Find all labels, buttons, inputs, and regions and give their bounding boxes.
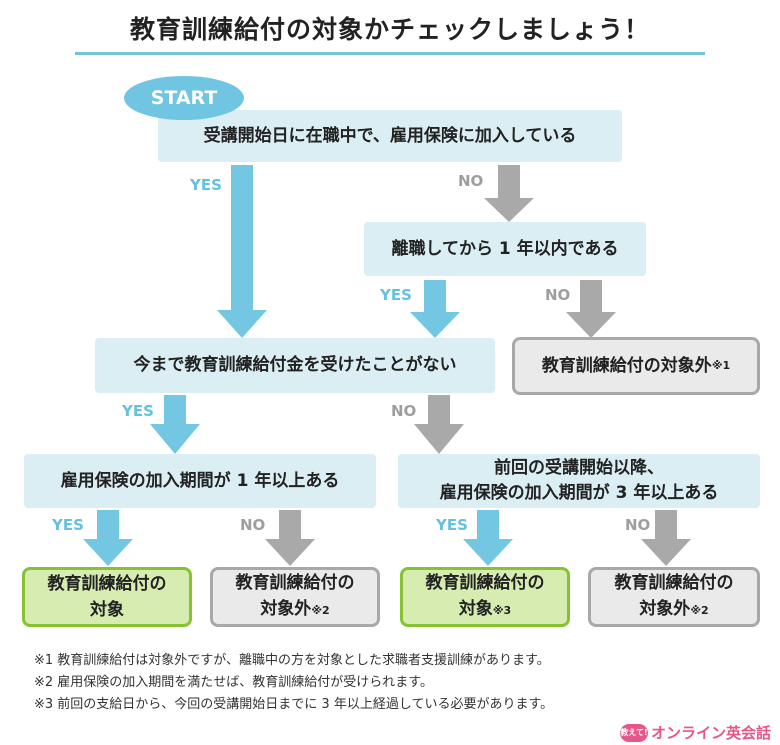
question-never-received: 今まで教育訓練給付金を受けたことがない (95, 338, 495, 393)
footnotes: ※1 教育訓練給付は対象外ですが、離職中の方を対象とした求職者支援訓練があります… (34, 650, 553, 716)
site-logo: 教えて! オンライン英会話 (620, 722, 771, 743)
logo-badge: 教えて! (620, 723, 648, 742)
label-no-q4: NO (240, 516, 266, 534)
arrow-q3-yes (150, 395, 200, 454)
label-yes-q3: YES (122, 402, 154, 420)
arrow-q4-no (265, 510, 315, 566)
label-no-q1: NO (458, 172, 484, 190)
footnote-mark: ※2 (311, 604, 330, 617)
arrow-q5-no (641, 510, 691, 566)
question-insured-1-year: 雇用保険の加入期間が 1 年以上ある (24, 454, 376, 508)
arrow-q1-no (484, 165, 534, 222)
label-yes-q1: YES (190, 176, 222, 194)
footnote-mark: ※1 (711, 359, 731, 372)
question-left-within-year: 離職してから 1 年以内である (364, 222, 646, 276)
footnote-mark: ※3 (492, 604, 512, 617)
result-eligible-1: 教育訓練給付の 対象 (22, 567, 192, 627)
result-not-eligible-2: 教育訓練給付の 対象外※2 (210, 567, 380, 627)
label-yes-q2: YES (380, 286, 412, 304)
arrow-q1-yes (217, 165, 267, 338)
footnote-3: ※3 前回の支給日から、今回の受講開始日までに 3 年以上経過している必要があり… (34, 697, 554, 712)
result-not-eligible-3: 教育訓練給付の 対象外※2 (588, 567, 760, 627)
label-no-q2: NO (545, 286, 571, 304)
page-title: 教育訓練給付の対象かチェックしましょう！ (129, 15, 650, 44)
logo-text: オンライン英会話 (651, 724, 772, 742)
footnote-2: ※2 雇用保険の加入期間を満たせば、教育訓練給付が受けられます。 (34, 675, 433, 690)
arrow-q3-no (414, 395, 464, 454)
arrow-q2-no (566, 280, 616, 338)
arrow-q4-yes (83, 510, 133, 566)
question-employed: 受講開始日に在職中で、雇用保険に加入している (158, 110, 622, 162)
arrow-q5-yes (463, 510, 513, 566)
label-no-q3: NO (391, 402, 417, 420)
arrow-q2-yes (410, 280, 460, 338)
title-underline (75, 52, 705, 55)
result-eligible-2: 教育訓練給付の 対象※3 (400, 567, 570, 627)
result-not-eligible-1: 教育訓練給付の対象外※1 (512, 337, 760, 395)
label-yes-q5: YES (436, 516, 468, 534)
label-yes-q4: YES (52, 516, 84, 534)
question-insured-3-years: 前回の受講開始以降、 雇用保険の加入期間が 3 年以上ある (398, 454, 760, 508)
start-badge: START (124, 76, 244, 120)
label-no-q5: NO (625, 516, 651, 534)
footnote-mark: ※2 (690, 604, 709, 617)
footnote-1: ※1 教育訓練給付は対象外ですが、離職中の方を対象とした求職者支援訓練があります… (34, 653, 550, 668)
